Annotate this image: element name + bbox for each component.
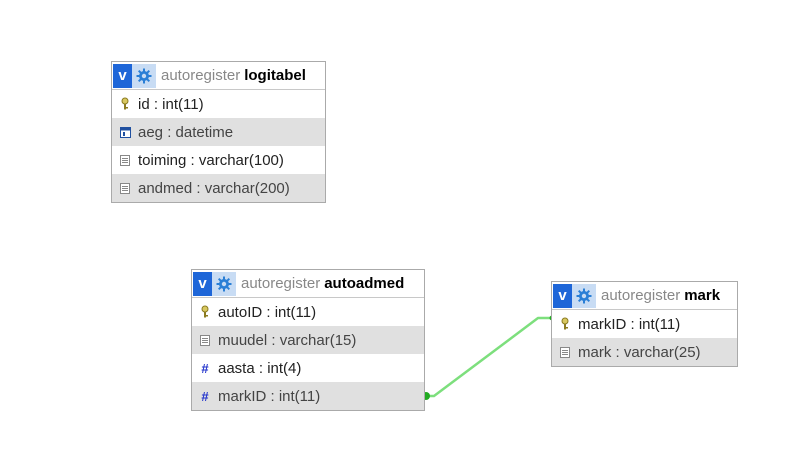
column-label: andmed : varchar(200) [138,179,290,197]
column-row[interactable]: andmed : varchar(200) [112,174,325,202]
gear-icon[interactable] [572,283,596,308]
table-logitabel[interactable]: v autoregist [111,61,326,203]
column-row[interactable]: markID : int(11) [552,310,737,338]
table-header[interactable]: v autoregist [112,62,325,90]
database-name: autoregister [601,287,681,304]
table-name: autoadmed [324,275,405,292]
table-name: logitabel [244,67,306,84]
gear-icon[interactable] [132,63,156,88]
text-column-icon [118,154,132,166]
key-icon [558,317,572,331]
column-row[interactable]: mark : varchar(25) [552,338,737,366]
column-row[interactable]: id : int(11) [112,90,325,118]
key-icon [198,305,212,319]
column-label: toiming : varchar(100) [138,151,284,169]
table-header[interactable]: v autoregist [552,282,737,310]
table-autoadmed[interactable]: v autoregist [191,269,425,411]
gear-icon[interactable] [212,271,236,296]
column-row[interactable]: aeg : datetime [112,118,325,146]
column-label: markID : int(11) [218,387,321,405]
column-row[interactable]: muudel : varchar(15) [192,326,424,354]
table-mark[interactable]: v autoregist [551,281,738,367]
text-column-icon [118,182,132,194]
column-row[interactable]: # markID : int(11) [192,382,424,410]
relation-line-autoadmed-mark [424,316,552,398]
column-row[interactable]: toiming : varchar(100) [112,146,325,174]
key-icon [118,97,132,111]
column-label: autoID : int(11) [218,303,317,321]
table-header[interactable]: v autoregist [192,270,424,298]
column-label: muudel : varchar(15) [218,331,357,349]
database-name: autoregister [161,67,241,84]
number-column-icon: # [201,360,209,376]
v-icon[interactable]: v [553,283,572,308]
column-label: id : int(11) [138,95,204,113]
column-label: aasta : int(4) [218,359,302,377]
column-label: markID : int(11) [578,315,681,333]
calendar-icon [118,126,132,138]
column-label: aeg : datetime [138,123,234,141]
v-icon[interactable]: v [193,271,212,296]
text-column-icon [198,334,212,346]
column-row[interactable]: autoID : int(11) [192,298,424,326]
table-name: mark [684,287,721,304]
text-column-icon [558,346,572,358]
number-column-icon: # [201,388,209,404]
column-row[interactable]: # aasta : int(4) [192,354,424,382]
database-name: autoregister [241,275,321,292]
v-icon[interactable]: v [113,63,132,88]
column-label: mark : varchar(25) [578,343,701,361]
